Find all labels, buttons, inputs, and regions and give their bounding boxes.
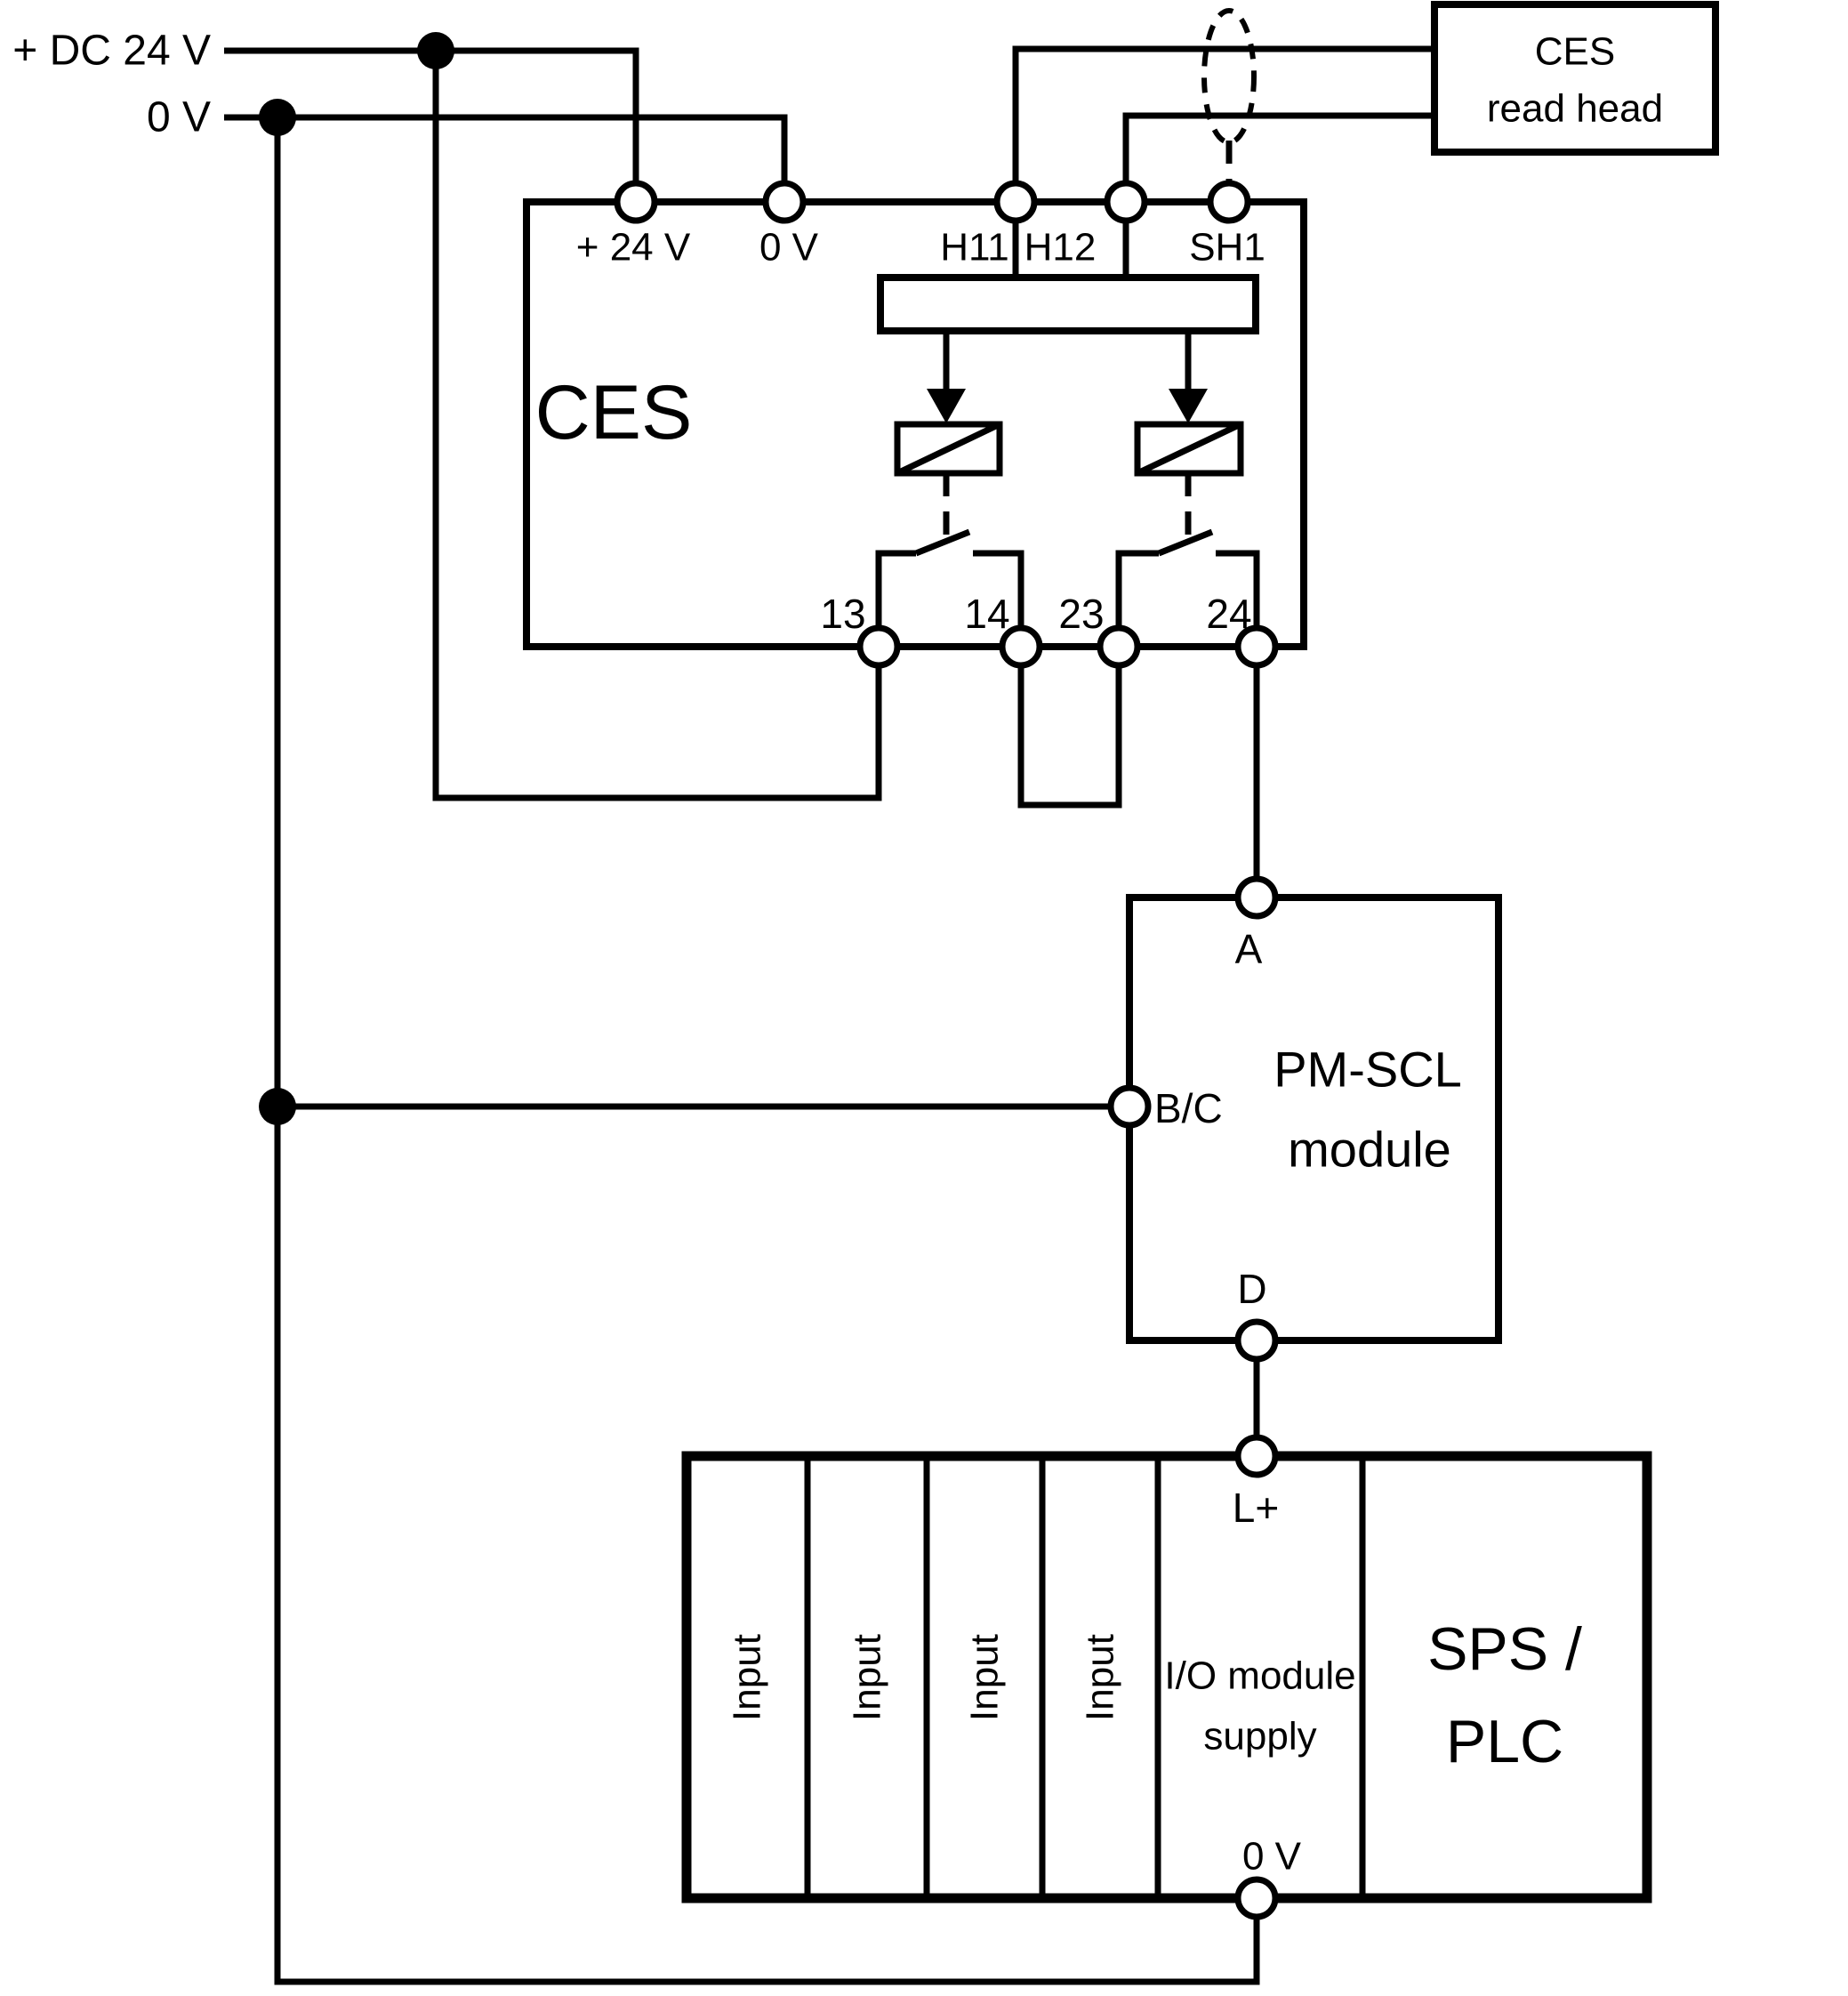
plc-input-label-2: Input [846,1634,889,1721]
relay-coil-1-slash [896,421,1001,477]
supply-plus-label: + DC 24 V [12,28,211,75]
terminal-pmscl-a [1234,875,1279,920]
contact-23-lead [1115,550,1159,647]
terminal-ces-0v [762,180,807,224]
plc-title-line2: PLC [1446,1708,1563,1775]
terminal-plc-0v [1234,1876,1279,1920]
pm-scl-terminal-label-bc: B/C [1154,1085,1223,1131]
arrow-down-icon-1 [927,389,966,423]
ces-terminal-label-13: 13 [820,591,865,637]
wire-14-to-23 [1017,647,1122,809]
terminal-ces-14 [999,624,1043,669]
plc-terminal-label-0v: 0 V [1242,1835,1302,1879]
arrow-down-icon-2 [1169,389,1208,423]
junction-dot-0v [259,99,296,136]
ces-terminal-label-14: 14 [964,591,1009,637]
ces-terminal-label-23: 23 [1058,591,1104,637]
relay-coil-2-slash [1136,421,1242,477]
plc-io-supply-line1: I/O module [1164,1654,1355,1698]
plc-io-supply-line2: supply [1203,1715,1316,1759]
terminal-pmscl-d [1234,1318,1279,1363]
pm-scl-title-line2: module [1288,1122,1451,1178]
read-head-title-line2: read head [1487,87,1663,131]
contact-24-lead [1216,550,1260,647]
terminal-ces-24v [614,180,658,224]
ces-terminal-label-h12: H12 [1024,226,1097,270]
contact-14-lead [973,550,1024,647]
plc-input-label-1: Input [726,1634,769,1721]
terminal-ces-h12 [1104,180,1148,224]
wire-readhead-to-h11 [1012,45,1434,202]
wire-readhead-to-h12 [1122,112,1434,202]
terminal-plc-lplus [1234,1434,1279,1478]
ces-terminal-label-h11: H11 [940,226,1008,270]
wire-0v-left-rail-to-plc [274,117,1260,1985]
contact-13-lead [875,550,916,647]
terminal-ces-13 [856,624,901,669]
plc-terminal-label-lplus: L+ [1233,1485,1279,1531]
supply-zero-label: 0 V [147,94,211,141]
cable-shield-icon [1201,8,1257,145]
junction-dot-24v [417,32,454,69]
pm-scl-terminal-label-d: D [1237,1266,1266,1312]
ces-box [523,198,1307,650]
read-head-title-line1: CES [1535,30,1615,74]
plc-input-label-3: Input [963,1634,1007,1721]
contact-13-14-blade [914,528,971,557]
sps-plc-box [681,1451,1652,1903]
ces-evaluation-bar [877,274,1259,334]
terminal-ces-23 [1097,624,1141,669]
wire-24v-to-terminal-13 [432,51,882,801]
junction-dot-bc [259,1088,296,1125]
terminal-ces-sh1 [1207,180,1251,224]
ces-terminal-label-0v: 0 V [759,226,819,270]
ces-terminal-label-24v: + 24 V [576,226,691,270]
terminal-pmscl-bc [1107,1084,1152,1129]
terminal-ces-h11 [993,180,1038,224]
plc-title-line1: SPS / [1427,1615,1582,1683]
read-head-box [1431,1,1719,156]
wire-0v-rail [224,114,788,202]
contact-23-24-blade [1157,528,1214,557]
wire-24v-rail [224,47,639,202]
pm-scl-terminal-label-a: A [1235,926,1263,972]
ces-title: CES [535,370,693,455]
pm-scl-title-line1: PM-SCL [1274,1042,1462,1098]
ces-terminal-label-sh1: SH1 [1189,226,1265,270]
plc-input-label-4: Input [1079,1634,1122,1721]
terminal-ces-24 [1234,624,1279,669]
ces-terminal-label-24: 24 [1206,591,1251,637]
